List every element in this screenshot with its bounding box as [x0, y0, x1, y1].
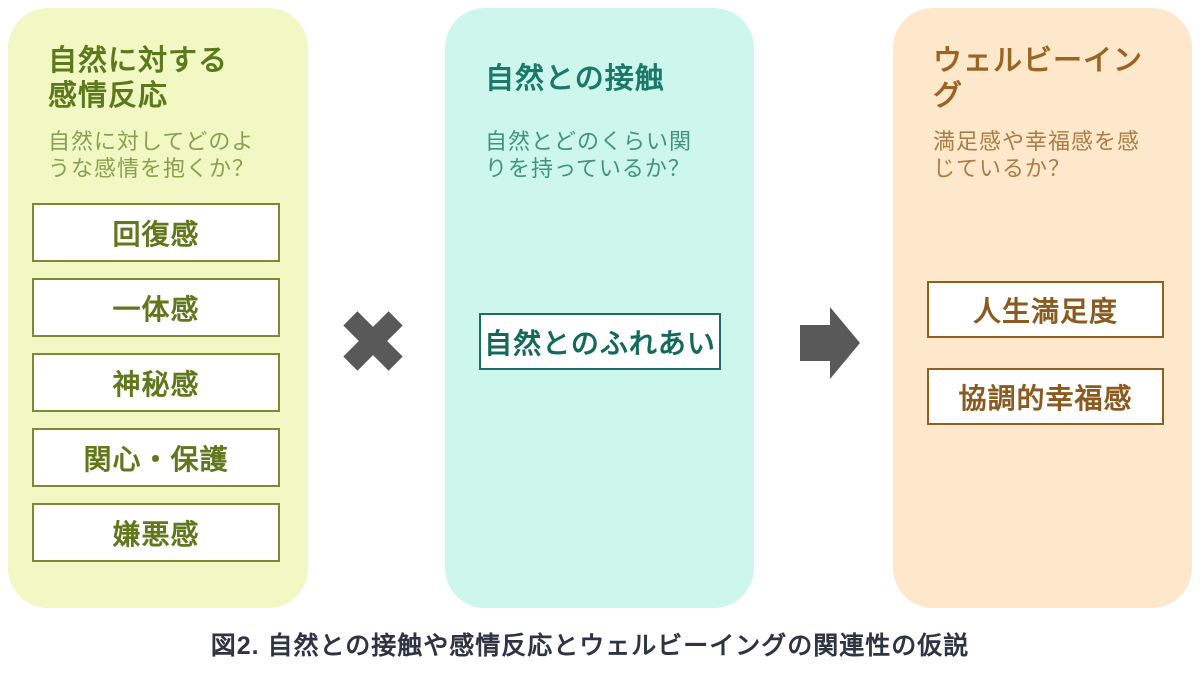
item-box-unity: 一体感 — [32, 278, 280, 337]
item-box-recovery: 回復感 — [32, 203, 280, 262]
figure-caption: 図2. 自然との接触や感情反応とウェルビーイングの関連性の仮説 — [210, 632, 970, 660]
emotional-response-list: 回復感 一体感 神秘感 関心・保護 嫌悪感 — [32, 203, 280, 578]
nature-contact-list: 自然とのふれあい — [479, 313, 721, 370]
item-box-mystery: 神秘感 — [32, 353, 280, 412]
panel-title-wellbeing: ウェルビーイング — [933, 45, 1144, 112]
panel-subtitle-emotional-responses: 自然に対してどのよ うな感情を抱くか？ — [48, 129, 256, 181]
panel-wellbeing: ウェルビーイング 満足感や幸福感を感 じているか？ 人生満足度 協調的幸福感 — [893, 8, 1192, 608]
wellbeing-list: 人生満足度 協調的幸福感 — [927, 281, 1164, 455]
item-box-life-satisfaction: 人生満足度 — [927, 281, 1164, 338]
multiply-cross-icon — [343, 311, 403, 371]
item-box-interdependent-happiness: 協調的幸福感 — [927, 368, 1164, 425]
right-arrow-icon — [800, 307, 860, 379]
panel-nature-contact: 自然との接触 自然とどのくらい関 りを持っているか？ 自然とのふれあい — [445, 8, 754, 608]
item-box-interest-protection: 関心・保護 — [32, 428, 280, 487]
panel-subtitle-wellbeing: 満足感や幸福感を感 じているか？ — [933, 129, 1141, 181]
panel-emotional-responses: 自然に対する 感情反応 自然に対してどのよ うな感情を抱くか？ 回復感 一体感 … — [8, 8, 308, 608]
panel-title-nature-contact: 自然との接触 — [485, 62, 665, 95]
item-box-aversion: 嫌悪感 — [32, 503, 280, 562]
panel-title-emotional-responses: 自然に対する 感情反応 — [48, 45, 229, 112]
item-box-nature-interaction: 自然とのふれあい — [479, 313, 721, 370]
panel-subtitle-nature-contact: 自然とどのくらい関 りを持っているか？ — [485, 129, 693, 181]
